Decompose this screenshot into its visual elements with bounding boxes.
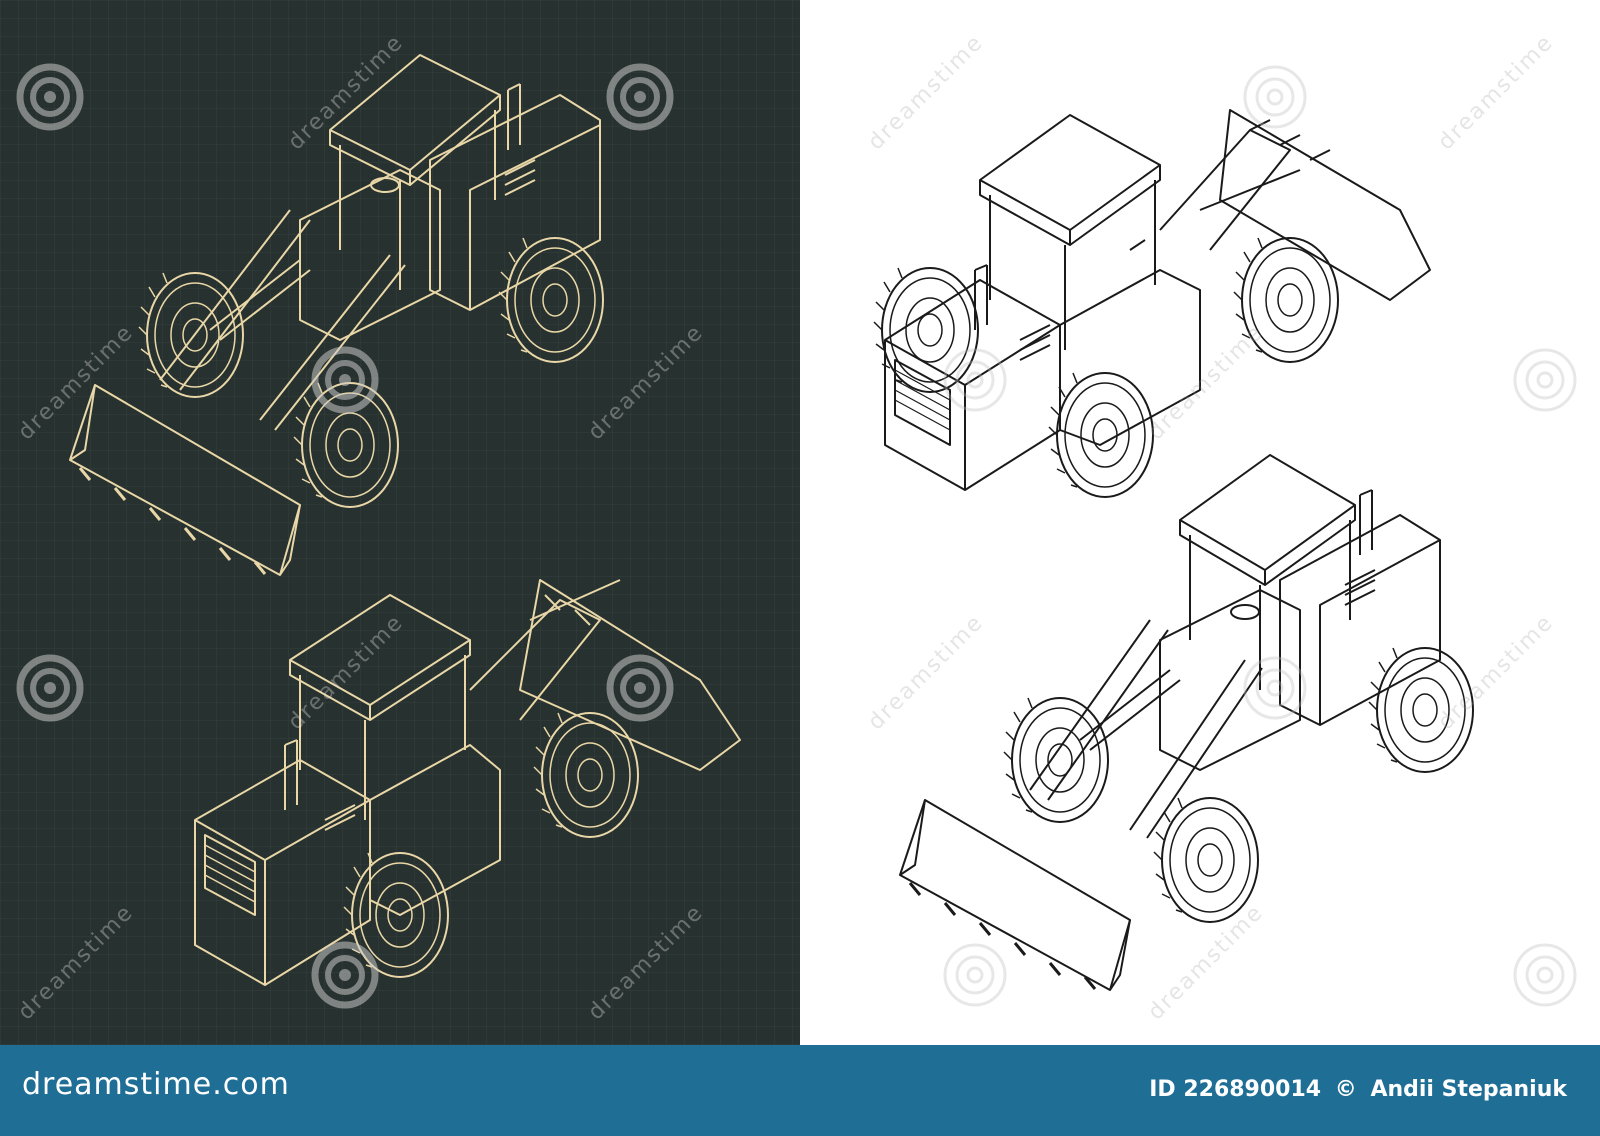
tire-front-right-bottom-light bbox=[1153, 797, 1259, 923]
footer-brand[interactable]: dreamstime.com bbox=[22, 1067, 290, 1102]
wheel-loader-bottom-dark bbox=[194, 579, 741, 986]
author-name[interactable]: Andii Stepaniuk bbox=[1370, 1077, 1567, 1102]
spiral-logo-icon bbox=[1513, 348, 1577, 412]
line-drawing-panel-light: dreamstime dreamstime dreamstime dreamst… bbox=[800, 0, 1600, 1045]
tire-front-left-bottom-light bbox=[1003, 697, 1109, 823]
spiral-logo-icon bbox=[1243, 656, 1307, 720]
spiral-logo-icon bbox=[1513, 943, 1577, 1007]
spiral-logo-icon bbox=[943, 348, 1007, 412]
blueprint-dark-svg bbox=[0, 0, 800, 1045]
tire-front-right-light bbox=[1048, 372, 1154, 498]
footer-credit: ID 226890014 © Andii Stepaniuk bbox=[1143, 1077, 1567, 1102]
wheel-loader-top-dark bbox=[69, 54, 601, 576]
line-drawing-light-svg bbox=[873, 65, 1577, 1007]
wheel-loader-top-light bbox=[884, 109, 1431, 491]
image-id: ID 226890014 bbox=[1149, 1077, 1322, 1102]
copyright-symbol: © bbox=[1334, 1077, 1357, 1102]
spiral-logo-icon bbox=[1243, 65, 1307, 129]
blueprint-panel-dark: dreamstime dreamstime dreamstime dreamst… bbox=[0, 0, 800, 1045]
tire-rear-left-light bbox=[873, 267, 979, 393]
wheel-loader-bottom-light bbox=[899, 454, 1441, 991]
footer-bar: dreamstime.com ID 226890014 © Andii Step… bbox=[0, 1045, 1600, 1136]
spiral-logo-icon bbox=[943, 943, 1007, 1007]
